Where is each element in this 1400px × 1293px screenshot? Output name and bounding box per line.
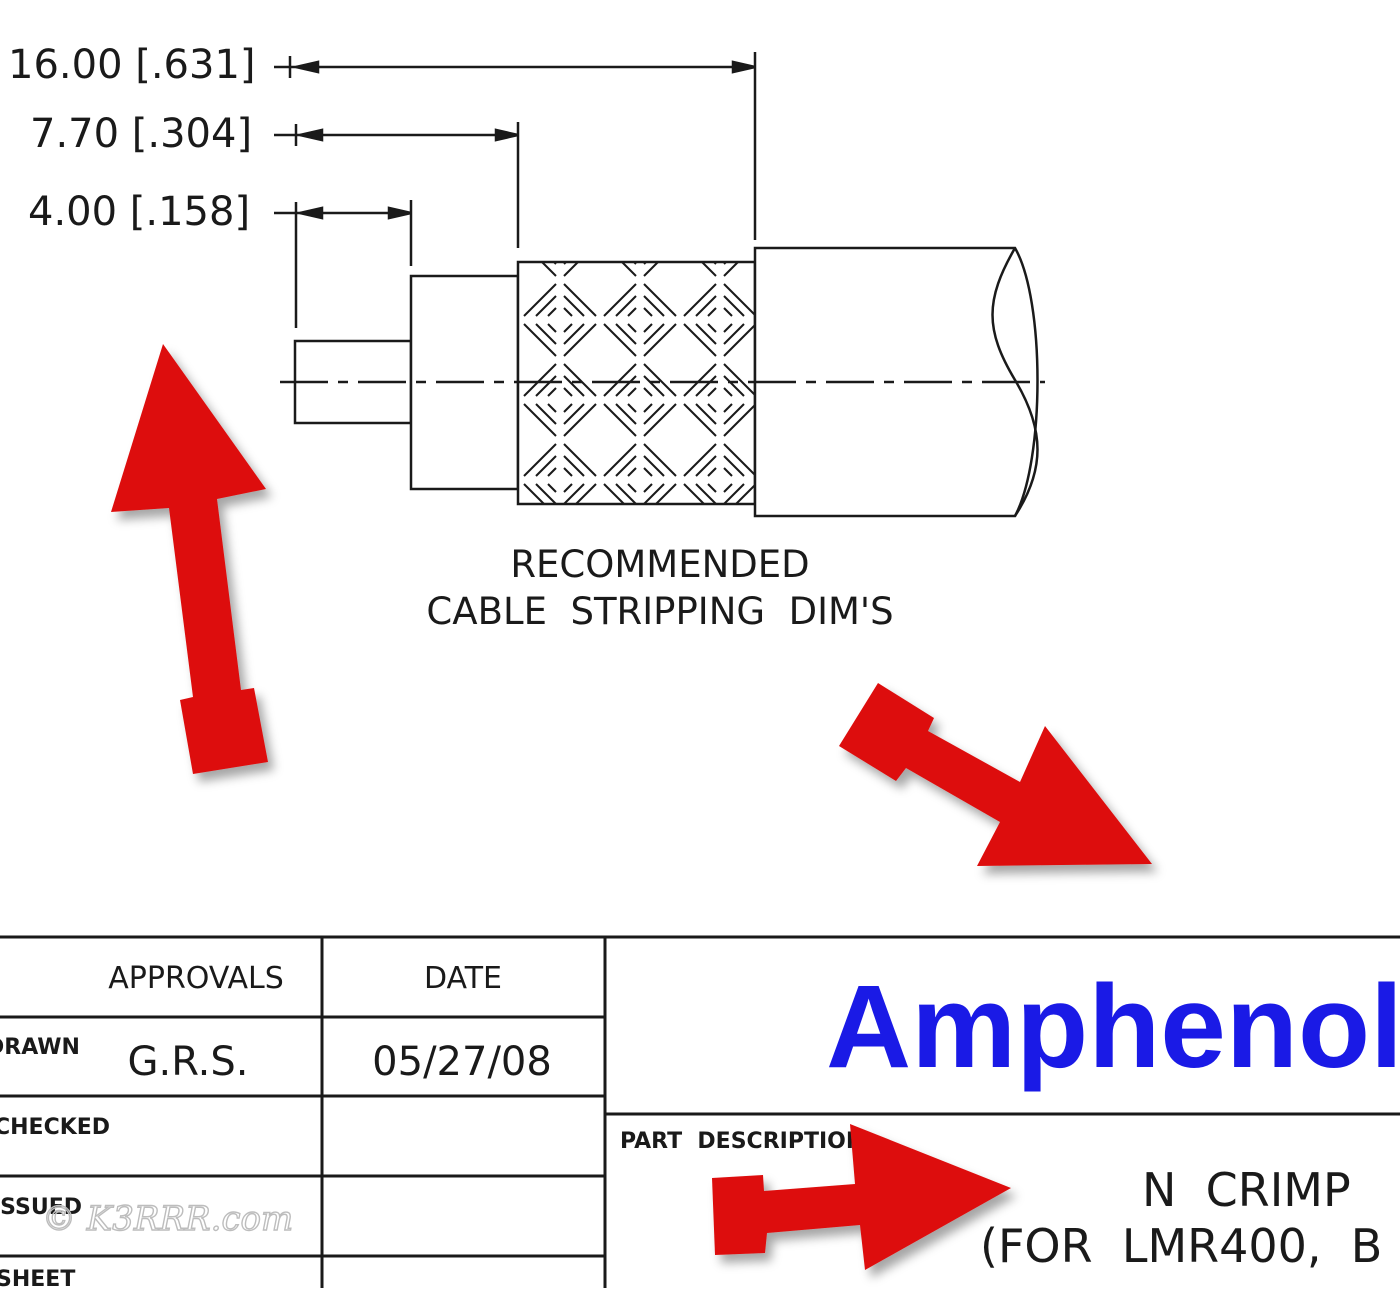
watermark: © K3RRR.com	[42, 1199, 293, 1239]
dimension-label-braid: 7.70 [.304]	[30, 111, 252, 157]
part-description-label: PART DESCRIPTION	[620, 1129, 864, 1154]
description-line-1: N CRIMP	[1142, 1163, 1351, 1217]
dimension-label-conductor: 4.00 [.158]	[28, 189, 250, 235]
note-line-1: RECOMMENDED	[510, 543, 809, 586]
cable-break-line	[991, 247, 1039, 517]
checked-label: CHECKED	[0, 1115, 110, 1140]
drawn-by-value: G.R.S.	[128, 1039, 249, 1085]
date-header: DATE	[424, 961, 502, 996]
dimension-lines	[274, 52, 757, 328]
issued-label: ISSUED	[0, 1195, 82, 1220]
title-block	[0, 935, 1400, 1288]
arrow-right-icon	[712, 1124, 1011, 1270]
note-line-2: CABLE STRIPPING DIM'S	[426, 590, 893, 633]
arrow-down-right-icon	[839, 683, 1152, 866]
drawn-label: DRAWN	[0, 1035, 80, 1060]
drawn-date-value: 05/27/08	[372, 1039, 552, 1085]
arrow-up-left-icon	[111, 344, 268, 774]
annotation-arrows	[111, 344, 1152, 1270]
brand-logo: Amphenol	[826, 961, 1400, 1093]
dimension-label-overall: 16.00 [.631]	[8, 42, 256, 88]
approvals-header: APPROVALS	[108, 961, 284, 996]
description-line-2: (FOR LMR400, B	[980, 1219, 1382, 1273]
sheet-label: SHEET	[0, 1267, 75, 1288]
